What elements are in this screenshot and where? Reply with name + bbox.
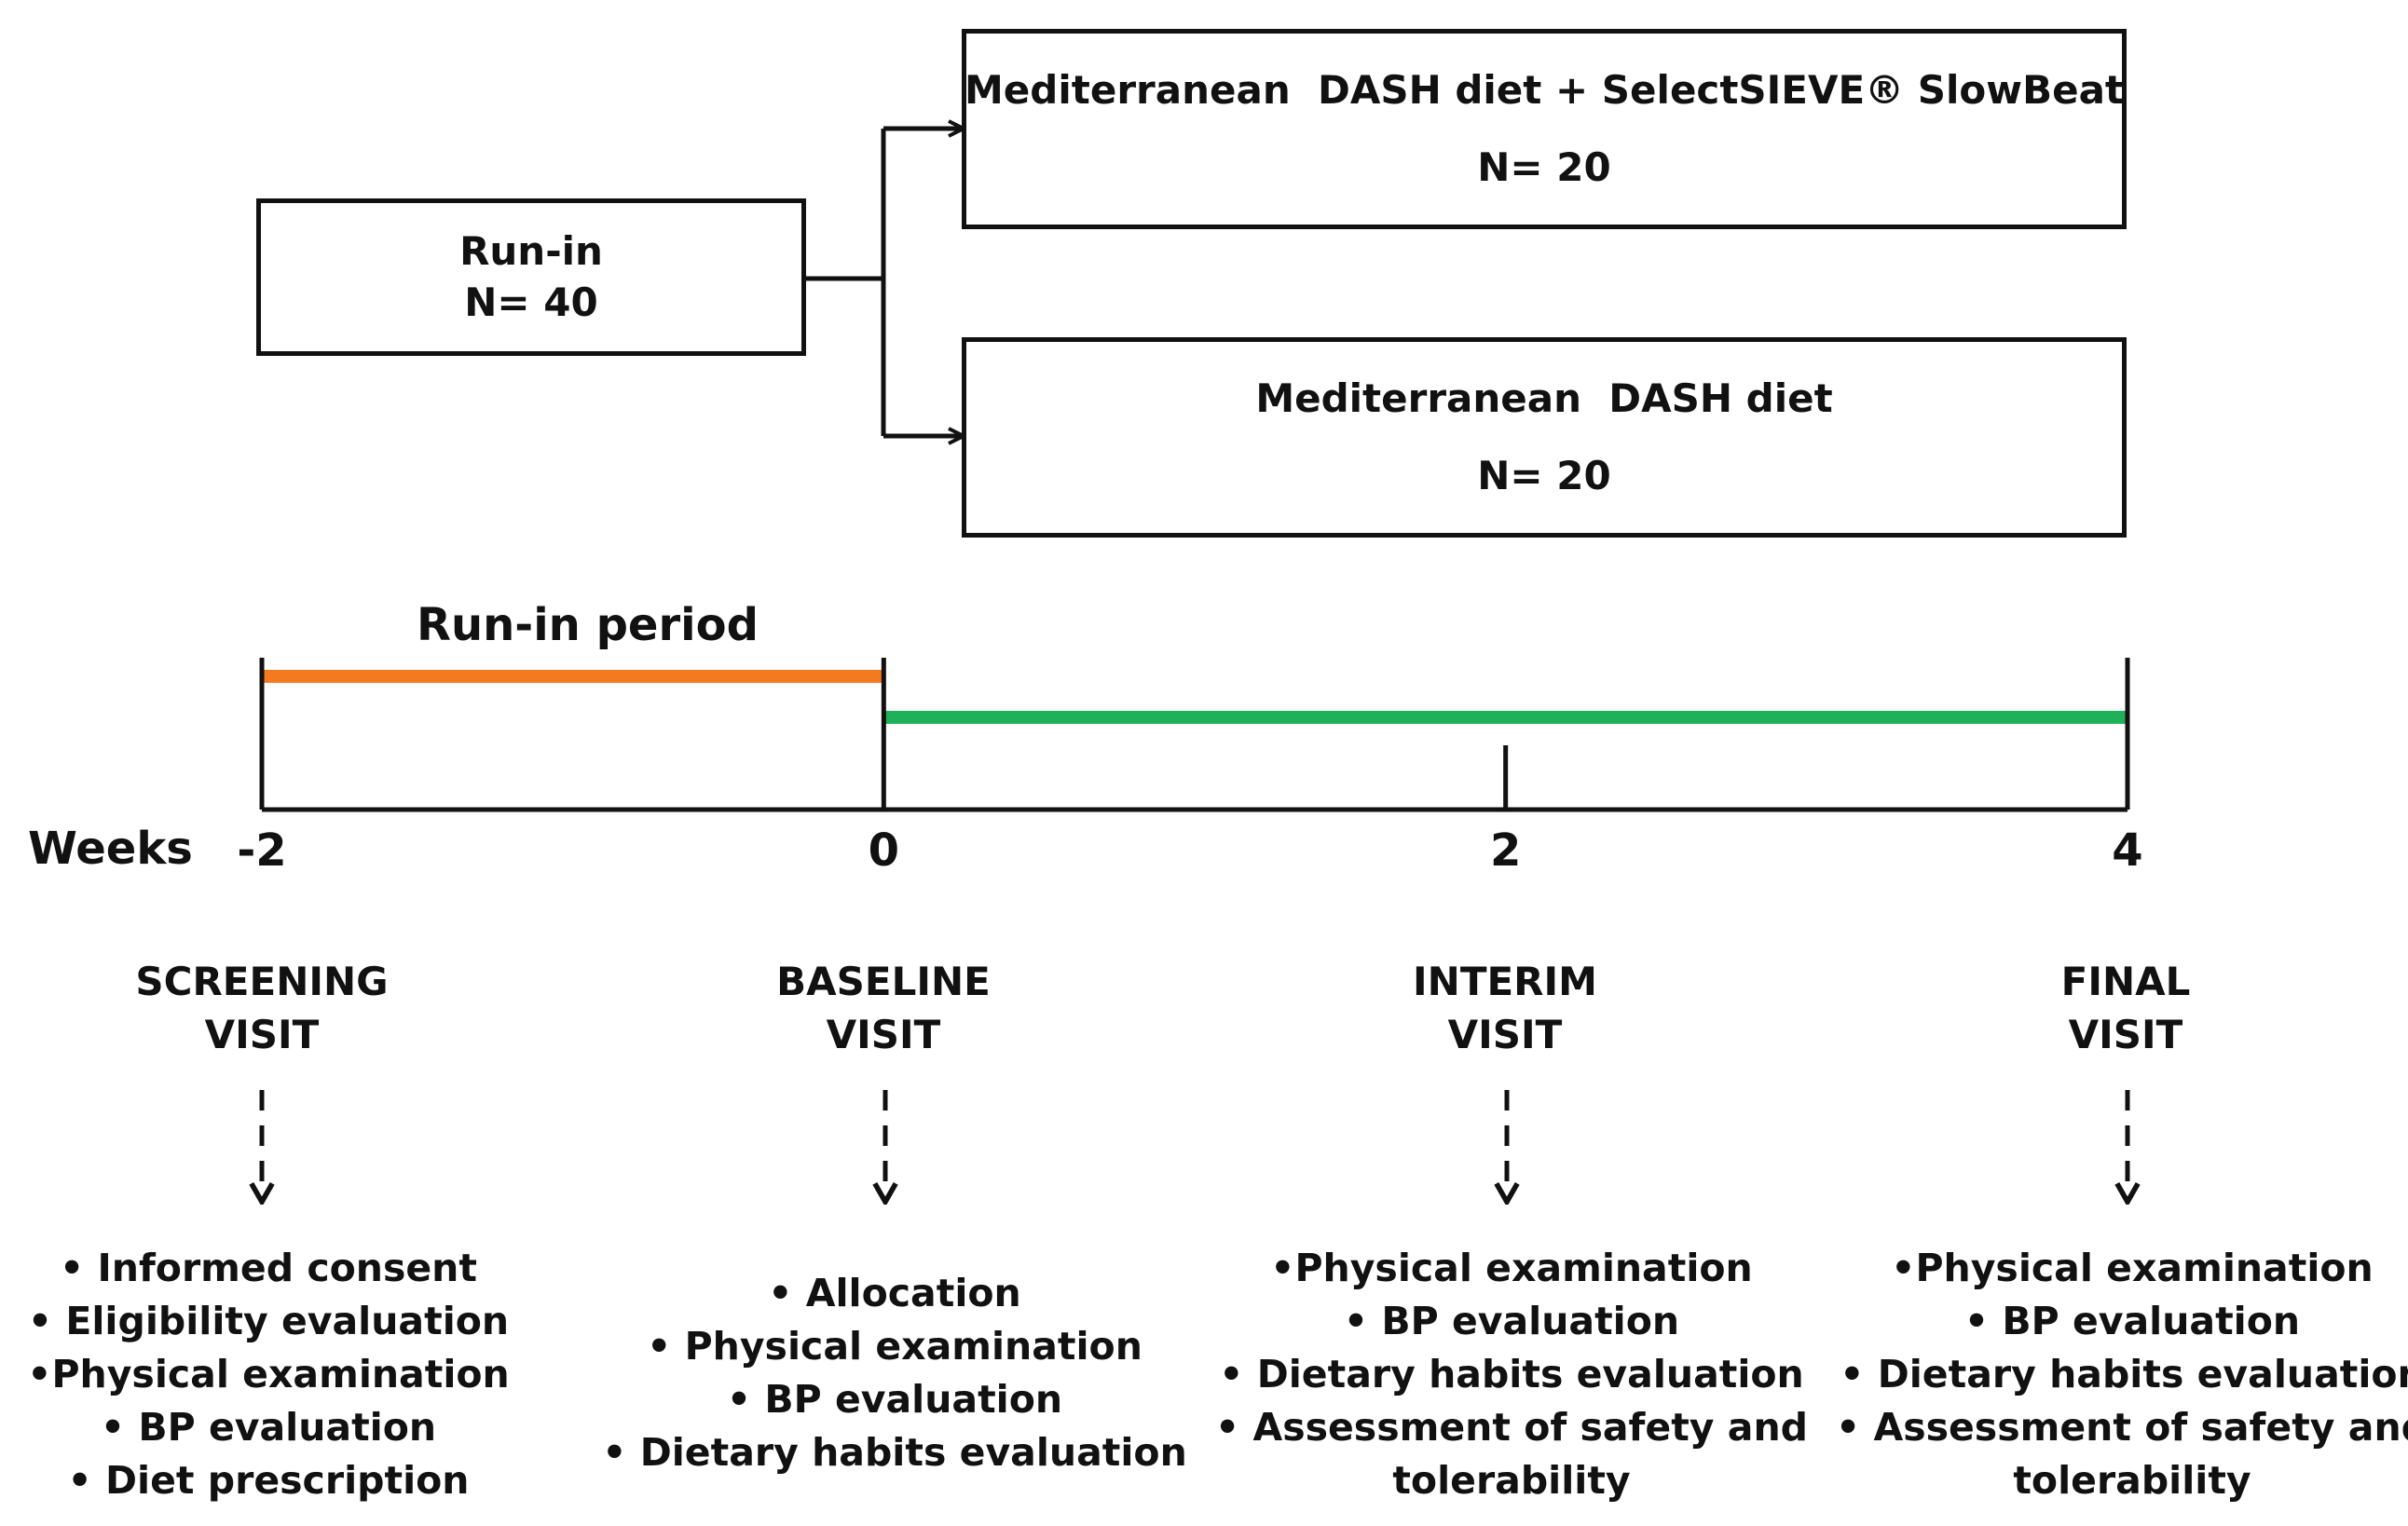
activity-item: • Dietary habits evaluation — [1219, 1352, 1804, 1397]
activity-item: •Physical examination — [1270, 1246, 1753, 1290]
treatment-arm-n: N= 20 — [1477, 143, 1611, 190]
tick-label-minus-2: -2 — [237, 824, 287, 877]
activity-item: • Informed consent — [60, 1246, 477, 1290]
visit-title-baseline: BASELINE VISIT — [776, 955, 991, 1061]
visit-activities-screening: • Informed consent • Eligibility evaluat… — [27, 1242, 510, 1507]
activity-item: • Physical examination — [647, 1324, 1142, 1369]
activity-item: • Assessment of safety and — [1835, 1405, 2408, 1450]
visit-activities-final: •Physical examination • BP evaluation • … — [1836, 1242, 2408, 1507]
visit-title-line2: VISIT — [1447, 1012, 1563, 1057]
runin-period-label: Run-in period — [417, 599, 759, 651]
activity-item: • Dietary habits evaluation — [1840, 1352, 2408, 1397]
visit-title-line1: FINAL — [2060, 959, 2191, 1004]
activity-item: • BP evaluation — [726, 1377, 1063, 1422]
visit-title-line1: INTERIM — [1413, 959, 1597, 1004]
control-arm-n: N= 20 — [1477, 452, 1611, 498]
tick-label-4: 4 — [2112, 824, 2143, 877]
treatment-arm-box: Mediterranean DASH diet + SelectSIEVE® S… — [962, 29, 2127, 229]
activity-item: • Assessment of safety and — [1214, 1405, 1809, 1450]
visit-activities-baseline: • Allocation • Physical examination • BP… — [602, 1267, 1187, 1479]
runin-box-n: N= 40 — [464, 279, 598, 325]
visit-title-line2: VISIT — [826, 1012, 941, 1057]
visit-title-line1: SCREENING — [135, 959, 389, 1004]
activity-item: tolerability — [2013, 1458, 2251, 1503]
activity-item: • Eligibility evaluation — [27, 1299, 510, 1343]
control-arm-title: Mediterranean DASH diet — [1255, 375, 1833, 421]
visit-title-line2: VISIT — [2068, 1012, 2183, 1057]
visit-title-screening: SCREENING VISIT — [135, 955, 388, 1061]
visit-title-line2: VISIT — [204, 1012, 320, 1057]
treatment-arm-title: Mediterranean DASH diet + SelectSIEVE® S… — [965, 66, 2124, 113]
activity-item: • BP evaluation — [1963, 1299, 2301, 1343]
runin-box: Run-in N= 40 — [256, 198, 806, 356]
activity-item: • Diet prescription — [67, 1458, 470, 1503]
tick-label-2: 2 — [1489, 824, 1522, 877]
activity-item: tolerability — [1392, 1458, 1631, 1503]
visit-activities-interim: •Physical examination • BP evaluation • … — [1215, 1242, 1808, 1507]
visit-title-line1: BASELINE — [776, 959, 991, 1004]
activity-item: • Allocation — [768, 1271, 1021, 1315]
activity-item: • Dietary habits evaluation — [602, 1430, 1187, 1475]
visit-title-final: FINAL VISIT — [2061, 955, 2191, 1061]
activity-item: •Physical examination — [27, 1352, 510, 1397]
weeks-label: Weeks — [28, 823, 193, 875]
activity-item: • BP evaluation — [1343, 1299, 1680, 1343]
visit-title-interim: INTERIM VISIT — [1413, 955, 1597, 1061]
activity-item: •Physical examination — [1891, 1246, 2374, 1290]
control-arm-box: Mediterranean DASH diet N= 20 — [962, 337, 2127, 538]
activity-item: • BP evaluation — [100, 1405, 437, 1450]
tick-label-0: 0 — [868, 824, 900, 877]
runin-box-title: Run-in — [459, 227, 603, 274]
